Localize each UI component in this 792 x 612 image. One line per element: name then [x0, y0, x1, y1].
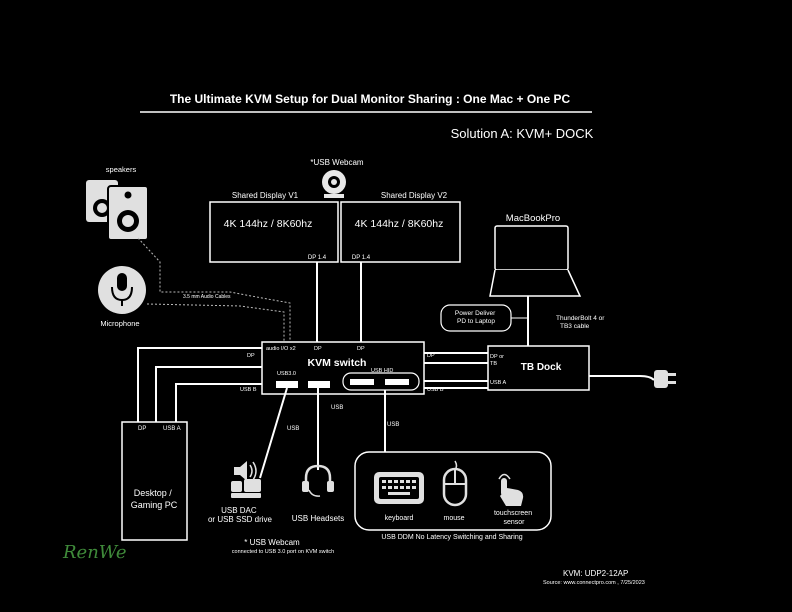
webcam-top-label: *USB Webcam	[310, 158, 364, 167]
speakers-label: speakers	[106, 165, 137, 174]
peripherals-group	[354, 451, 552, 531]
kvm-usb30-port-1	[276, 381, 298, 388]
kvm-usb30-port-2	[308, 381, 330, 388]
usb-label-1: USB	[287, 426, 299, 432]
diagram-title: The Ultimate KVM Setup for Dual Monitor …	[170, 92, 571, 106]
desktop-gaming-pc: DP USB A Desktop / Gaming PC	[121, 421, 188, 541]
power-plug-icon	[654, 370, 676, 388]
microphone-label: Microphone	[100, 319, 139, 328]
signature: RenWe	[62, 542, 126, 563]
display1-port: DP 1.4	[308, 255, 327, 261]
microphone-icon	[98, 266, 146, 314]
webcam-icon	[322, 170, 346, 198]
kvm-usb-hid-port-2	[385, 379, 409, 385]
touch-hand-icon	[498, 473, 524, 506]
webcam-note-sub: connected to USB 3.0 port on KVM switch	[232, 549, 334, 555]
thunderbolt-label: ThunderBolt 4 or TB3 cable	[556, 315, 606, 330]
kvm-switch: audio I/O x2 DP DP KVM switch USB3.0 USB…	[240, 341, 444, 395]
usb-drive-icon	[231, 479, 261, 498]
display2-caption: Shared Display V2	[381, 191, 448, 200]
mouse-icon	[442, 460, 468, 507]
peripherals-caption: USB DDM No Latency Switching and Sharing	[381, 534, 522, 541]
headsets-label: USB Headsets	[292, 514, 344, 523]
display2-port: DP 1.4	[352, 255, 371, 261]
kvm-model: KVM: UDP2-12AP	[563, 569, 628, 578]
desktop-cables	[137, 347, 262, 422]
audio-cables-label: 3.5 mm Audio Cables	[183, 294, 231, 300]
kvm-right-dp: DP	[427, 353, 435, 359]
keyboard-icon	[374, 472, 424, 504]
kvm-usb-hid-group	[342, 372, 420, 391]
desktop-label-line1: Desktop /	[134, 488, 173, 498]
tbdock-usb-a: USB A	[490, 380, 507, 386]
power-cable	[589, 375, 655, 381]
desktop-usb-a: USB A	[163, 426, 181, 432]
source-note: Source: www.connectpro.com , 7/25/2023	[543, 580, 645, 586]
kvm-usb30: USB3.0	[277, 371, 296, 377]
kvm-usb-hid-port-1	[350, 379, 374, 385]
desktop-dp: DP	[138, 426, 146, 432]
display1-resolution: 4K 144hz / 8K60hz	[224, 218, 313, 230]
shared-display-v2: Shared Display V2 4K 144hz / 8K60hz DP 1…	[340, 191, 461, 263]
kvm-dp1: DP	[314, 346, 322, 352]
audio-cable-speakers	[137, 237, 291, 342]
display2-resolution: 4K 144hz / 8K60hz	[355, 218, 444, 230]
tb-dock: DP or TB TB Dock USB A	[487, 345, 590, 391]
keyboard-label: keyboard	[385, 515, 414, 522]
audio-cable-microphone	[146, 303, 285, 342]
kvm-left-dp: DP	[247, 353, 255, 359]
usb-cable-dac	[259, 387, 288, 479]
kvm-audio-io: audio I/O x2	[266, 346, 296, 352]
power-deliver-label: Power Deliver PD to Laptop	[455, 310, 497, 325]
shared-display-v1: Shared Display V1 4K 144hz / 8K60hz DP 1…	[209, 191, 339, 263]
macbook-label: MacBookPro	[506, 213, 560, 224]
speaker-volume-icon	[234, 461, 257, 481]
display1-caption: Shared Display V1	[232, 191, 299, 200]
kvm-title: KVM switch	[308, 357, 367, 369]
usb-label-3: USB	[387, 422, 399, 428]
tbdock-dp-or-tb: DP or TB	[490, 354, 506, 367]
usb-label-2: USB	[331, 405, 343, 411]
touchscreen-label: touchscreen sensor	[494, 510, 534, 526]
kvm-left-usb: USB B	[240, 387, 257, 393]
diagram-subtitle: Solution A: KVM+ DOCK	[451, 126, 594, 141]
webcam-note: * USB Webcam	[244, 538, 300, 547]
speakers-icon	[86, 180, 149, 241]
headset-icon	[302, 464, 334, 497]
dac-label: USB DAC or USB SSD drive	[208, 506, 273, 524]
kvm-dp2: DP	[357, 346, 365, 352]
desktop-label: Desktop / Gaming PC	[131, 488, 178, 510]
macbook-icon	[489, 225, 582, 297]
desktop-label-line2: Gaming PC	[131, 500, 178, 510]
kvm-usb-hid: USB HID	[371, 368, 393, 374]
tbdock-title: TB Dock	[521, 362, 562, 373]
mouse-label: mouse	[443, 515, 464, 522]
kvm-right-usb: USB B	[427, 387, 444, 393]
